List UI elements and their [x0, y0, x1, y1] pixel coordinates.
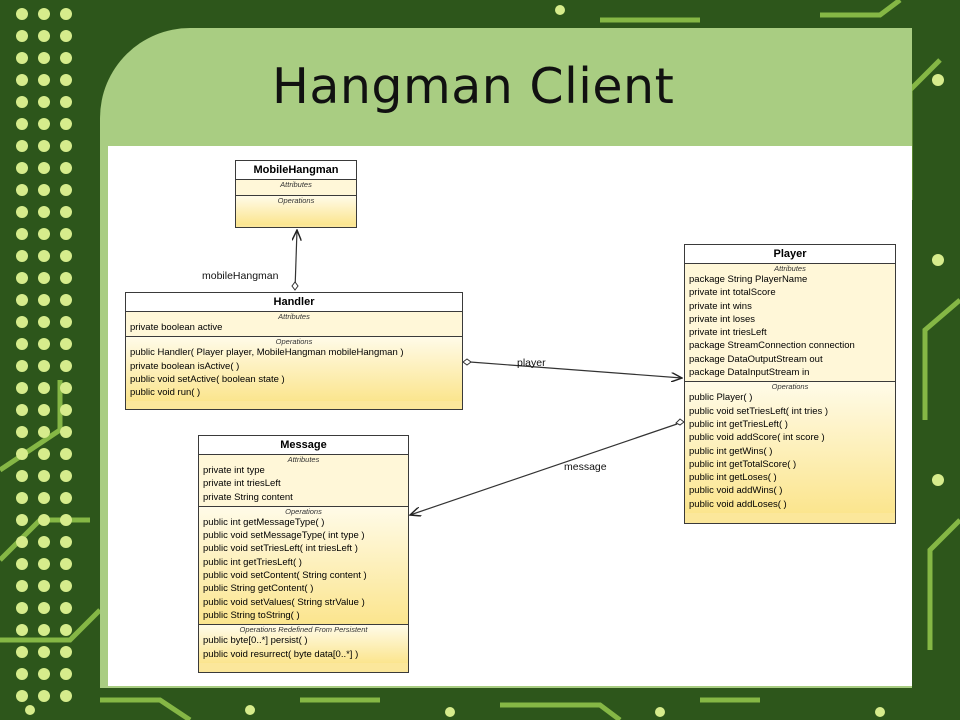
- attribute-row: private int triesLeft: [689, 327, 767, 339]
- attributes-section: Attributes: [236, 180, 356, 196]
- class-message: Message Attributes private int type priv…: [198, 435, 409, 673]
- attribute-row: private int type: [203, 465, 265, 476]
- operation-row: public Player( ): [689, 392, 753, 404]
- operations-label: Operations: [275, 337, 313, 347]
- operation-row: public int getTriesLeft( ): [689, 418, 788, 430]
- operation-row: public void addWins( ): [689, 485, 783, 497]
- redefined-operations-section: Operations Redefined From Persistent pub…: [199, 625, 408, 663]
- class-name: Message: [199, 436, 408, 455]
- operations-label: Operations: [277, 196, 315, 205]
- operation-row: public Handler( Player player, MobileHan…: [130, 347, 404, 359]
- attributes-section: Attributes private boolean active: [126, 312, 462, 338]
- association-label-message: message: [564, 461, 607, 473]
- redefined-operations-label: Operations Redefined From Persistent: [239, 625, 368, 635]
- attribute-row: package StreamConnection connection: [689, 340, 855, 352]
- operation-row: public void resurrect( byte data[0..*] ): [203, 648, 359, 660]
- operation-row: public void addLoses( ): [689, 498, 787, 510]
- class-name: Player: [685, 245, 895, 264]
- operation-row: public int getTotalScore( ): [689, 458, 797, 470]
- operation-row: public void setTriesLeft( int tries ): [689, 405, 829, 417]
- class-handler: Handler Attributes private boolean activ…: [125, 292, 463, 410]
- class-player: Player Attributes package String PlayerN…: [684, 244, 896, 524]
- operation-row: public String toString( ): [203, 609, 300, 621]
- attribute-row: private String content: [203, 491, 293, 503]
- operations-section: Operations public Player( ) public void …: [685, 382, 895, 514]
- operations-section: Operations: [236, 196, 356, 225]
- attribute-row: private int loses: [689, 313, 756, 325]
- operation-row: private boolean isActive( ): [130, 360, 240, 372]
- attribute-row: package DataInputStream in: [689, 367, 810, 379]
- attribute-row: private int wins: [689, 300, 752, 312]
- operations-label: Operations: [285, 506, 322, 516]
- attributes-label: Attributes: [280, 180, 312, 189]
- attributes-section: Attributes private int type private int …: [199, 455, 408, 507]
- operations-section: Operations public Handler( Player player…: [126, 337, 462, 402]
- operation-row: public int getWins( ): [689, 445, 773, 457]
- operation-row: public void addScore( int score ): [689, 432, 825, 444]
- operation-row: public void setContent( String content ): [203, 570, 367, 582]
- operation-row: public void setValues( String strValue ): [203, 596, 365, 608]
- operation-row: public void setActive( boolean state ): [130, 373, 285, 385]
- attribute-row: private boolean active: [130, 322, 223, 333]
- attributes-label: Attributes: [774, 264, 806, 273]
- operation-row: public String getContent( ): [203, 583, 314, 595]
- attributes-label: Attributes: [287, 455, 320, 464]
- operation-row: public int getLoses( ): [689, 472, 777, 484]
- operation-row: public void setMessageType( int type ): [203, 530, 365, 542]
- class-mobile-hangman: MobileHangman Attributes Operations: [235, 160, 357, 228]
- operations-label: Operations: [771, 382, 809, 392]
- attribute-row: package String PlayerName: [689, 274, 808, 285]
- association-label-player: player: [517, 357, 546, 369]
- operation-row: public int getMessageType( ): [203, 516, 325, 528]
- operation-row: public byte[0..*] persist( ): [203, 635, 308, 647]
- attributes-section: Attributes package String PlayerName pri…: [685, 264, 895, 383]
- slide-title: Hangman Client: [272, 58, 675, 115]
- operations-section: Operations public int getMessageType( ) …: [199, 506, 408, 626]
- operation-row: public void run( ): [130, 387, 201, 399]
- class-name: Handler: [126, 293, 462, 312]
- attribute-row: private int totalScore: [689, 287, 776, 299]
- attribute-row: private int triesLeft: [203, 478, 281, 490]
- operation-row: public int getTriesLeft( ): [203, 556, 302, 568]
- attribute-row: package DataOutputStream out: [689, 353, 823, 365]
- class-name: MobileHangman: [236, 161, 356, 180]
- attributes-label: Attributes: [278, 312, 310, 321]
- association-label-mobile-hangman: mobileHangman: [202, 270, 279, 282]
- operation-row: public void setTriesLeft( int triesLeft …: [203, 543, 358, 555]
